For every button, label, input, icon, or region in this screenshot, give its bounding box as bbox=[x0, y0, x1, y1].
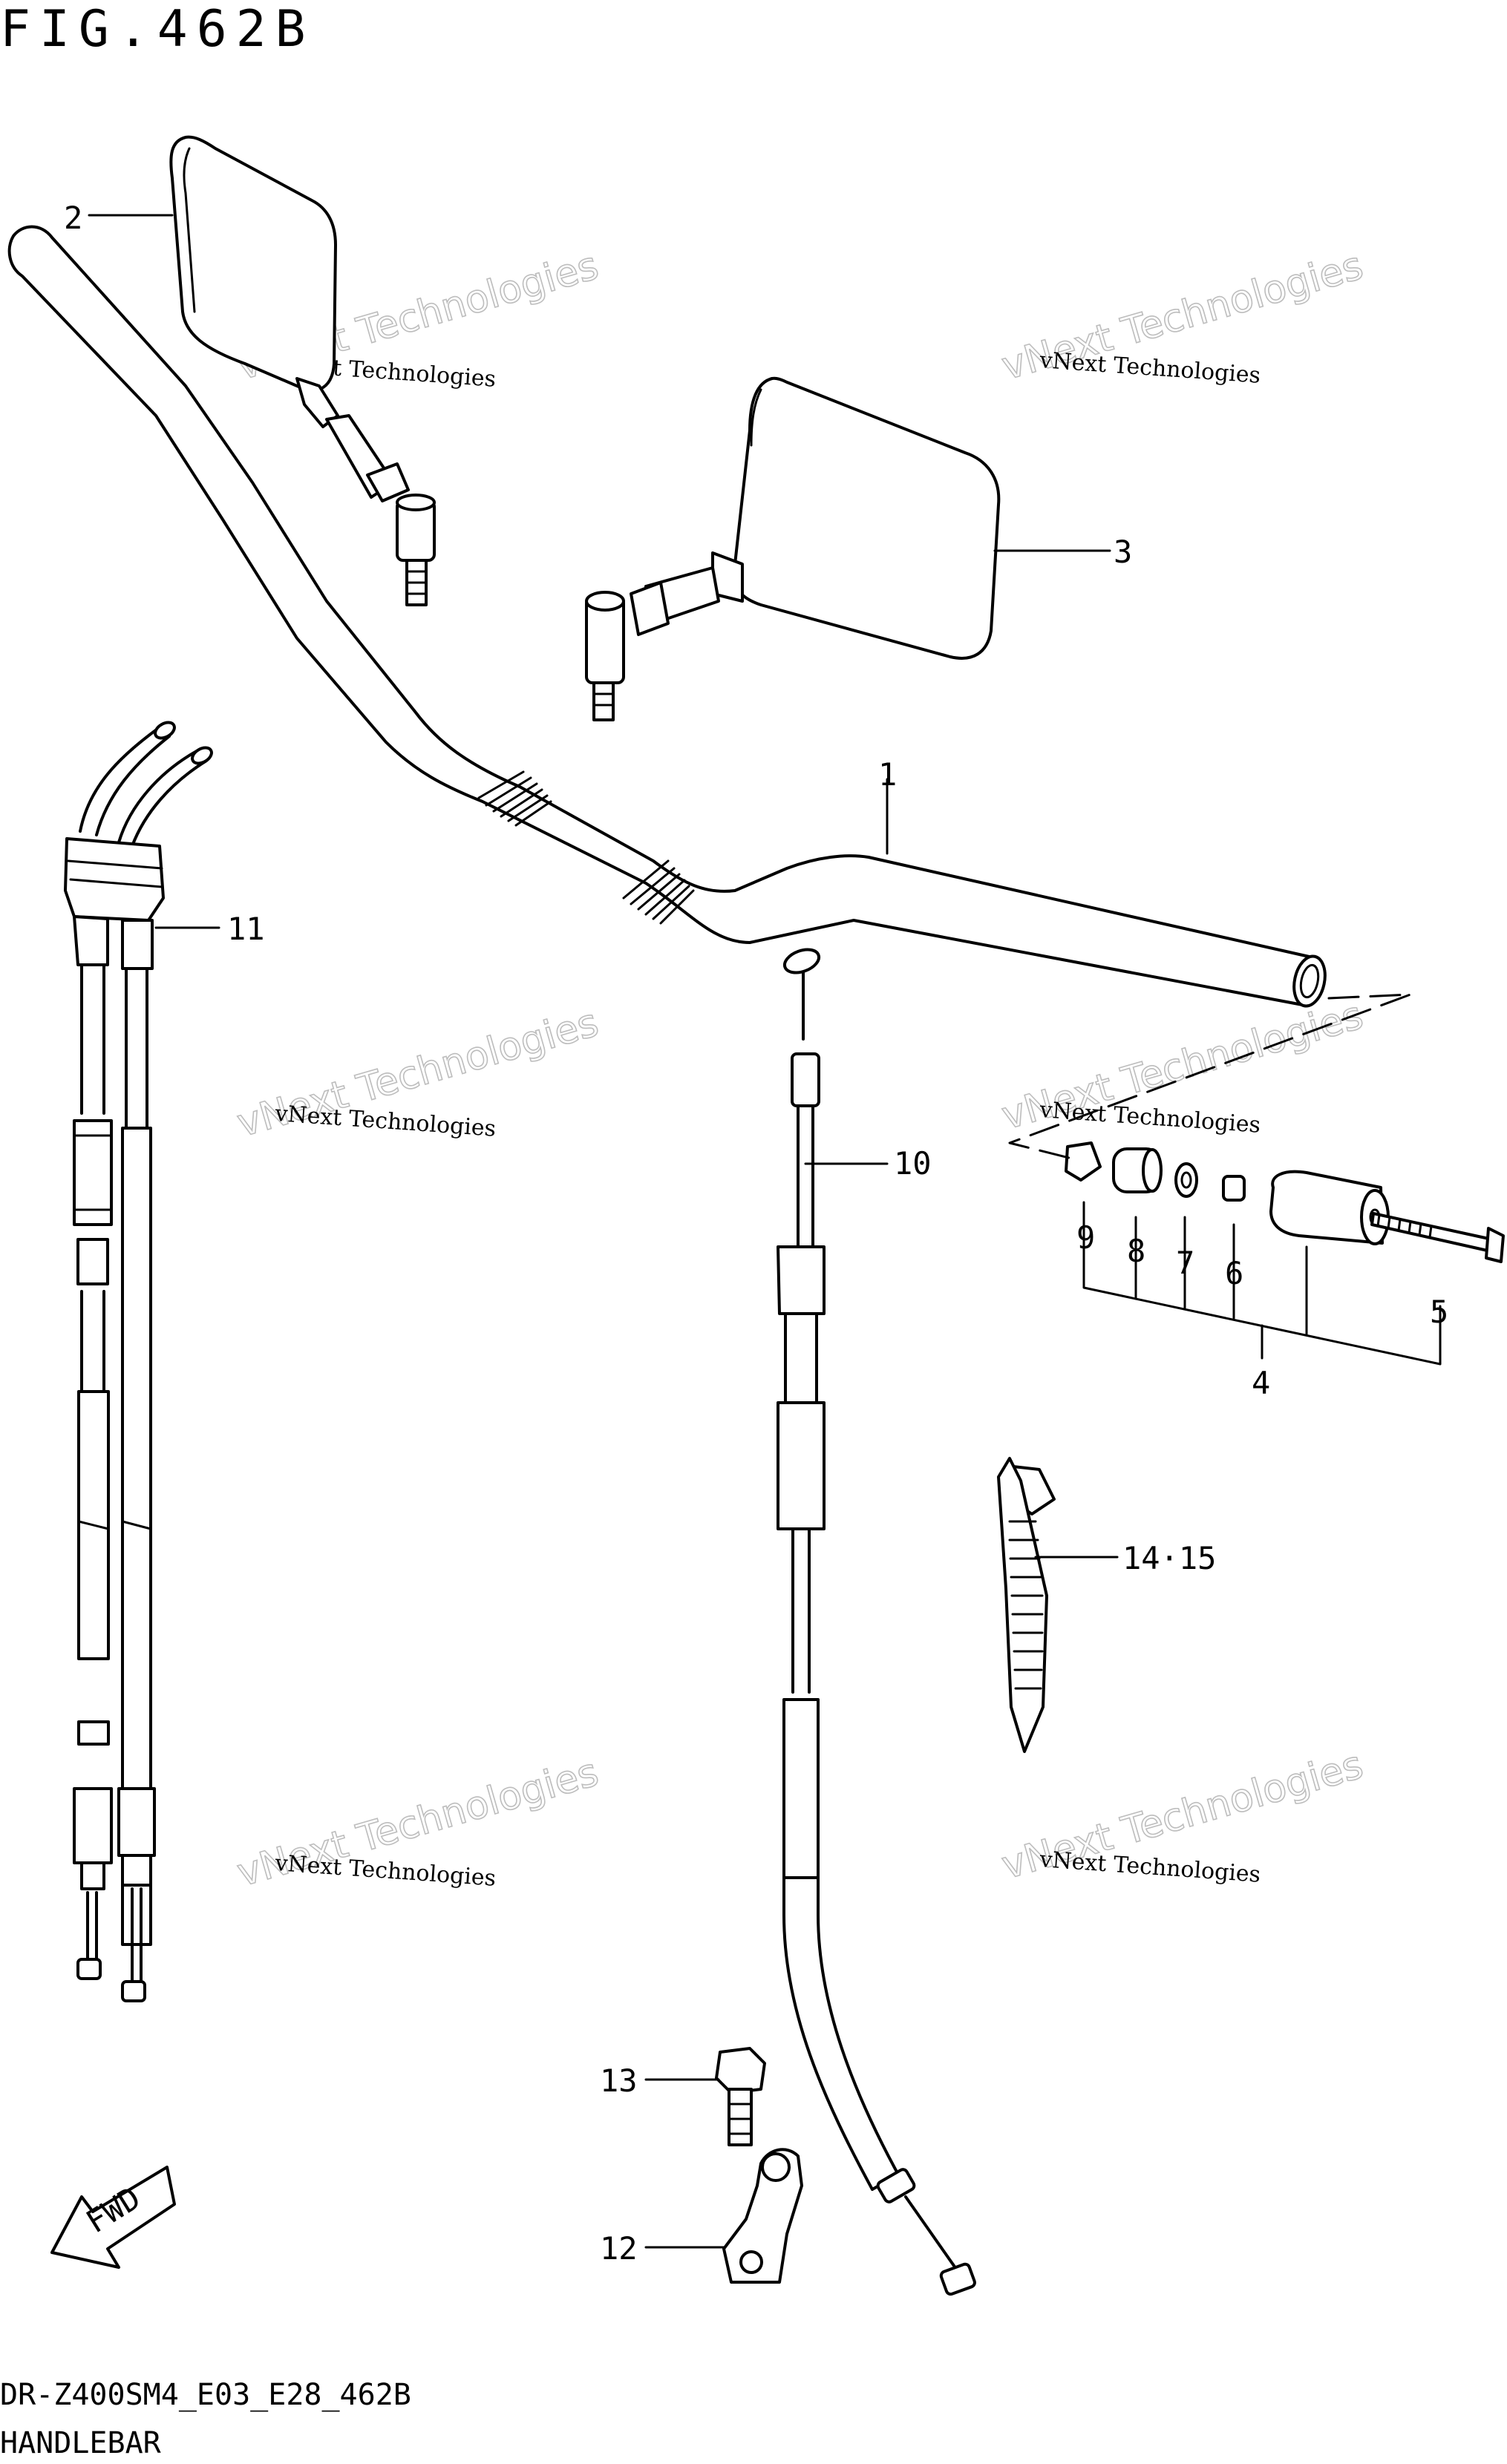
model-code: DR-Z400SM4_E03_E28_462B bbox=[0, 2378, 411, 2412]
callout-4: 4 bbox=[1252, 1365, 1270, 1401]
callout-8: 8 bbox=[1127, 1233, 1145, 1269]
section-name: HANDLEBAR bbox=[0, 2426, 162, 2460]
callout-2: 2 bbox=[64, 200, 82, 236]
callout-5: 5 bbox=[1430, 1294, 1448, 1330]
bar-end-weight-parts bbox=[1065, 1141, 1505, 1366]
left-mirror-part-2 bbox=[169, 135, 436, 606]
figure-title: FIG.462B bbox=[0, 0, 315, 59]
clutch-cable-part-10 bbox=[777, 948, 976, 2296]
callout-leaders bbox=[88, 214, 1119, 2249]
callout-9: 9 bbox=[1076, 1219, 1095, 1256]
right-mirror-part-3 bbox=[585, 376, 1001, 721]
callout-3: 3 bbox=[1114, 534, 1132, 570]
assembly-guide-line bbox=[1008, 993, 1412, 1159]
cable-tie-part-14-15 bbox=[997, 1457, 1056, 1753]
callout-13: 13 bbox=[600, 2062, 638, 2099]
watermark-text-4: vNext Technologies bbox=[1038, 1097, 1261, 1138]
callout-6: 6 bbox=[1225, 1255, 1243, 1291]
handlebar-part-1 bbox=[7, 225, 1327, 1008]
callout-14-15: 14·15 bbox=[1122, 1540, 1216, 1576]
watermark-text-3: vNext Technologies bbox=[273, 1101, 497, 1142]
callout-10: 10 bbox=[894, 1145, 932, 1182]
forward-direction-arrow: FWD bbox=[50, 2166, 176, 2269]
callout-11: 11 bbox=[227, 911, 265, 947]
throttle-cables-part-11 bbox=[64, 721, 213, 2002]
callout-12: 12 bbox=[600, 2230, 638, 2267]
callout-7: 7 bbox=[1176, 1245, 1194, 1281]
bracket-part-12 bbox=[722, 2148, 803, 2284]
callout-1: 1 bbox=[878, 756, 897, 793]
bolt-part-13 bbox=[715, 2047, 766, 2146]
watermark-text-6: vNext Technologies bbox=[1038, 1847, 1261, 1888]
watermark-text-2: vNext Technologies bbox=[1038, 347, 1261, 389]
watermark-text-5: vNext Technologies bbox=[273, 1850, 497, 1892]
